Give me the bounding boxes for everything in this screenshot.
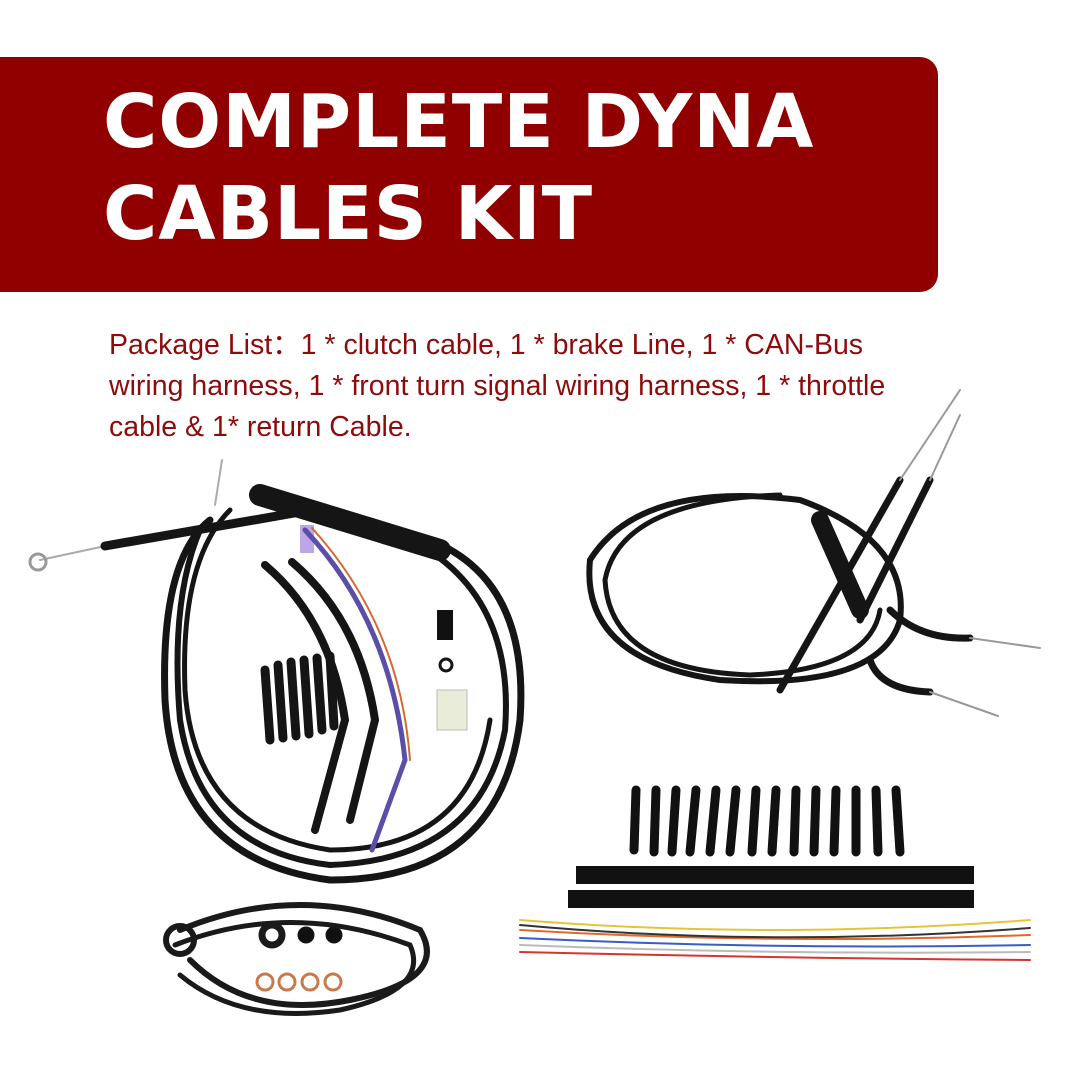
- throttle-cable-image: [586, 389, 1041, 717]
- page-title: COMPLETE DYNA CABLES KIT: [103, 76, 814, 260]
- title-line-2: CABLES KIT: [103, 171, 594, 257]
- title-line-1: COMPLETE DYNA: [103, 79, 815, 165]
- package-list: Package List：1 * clutch cable, 1 * brake…: [109, 329, 886, 443]
- brake-line-image: [163, 902, 430, 1016]
- title-banner: [0, 57, 938, 292]
- wiring-harness-image: [519, 785, 1031, 961]
- clutch-cable-image: [28, 459, 525, 884]
